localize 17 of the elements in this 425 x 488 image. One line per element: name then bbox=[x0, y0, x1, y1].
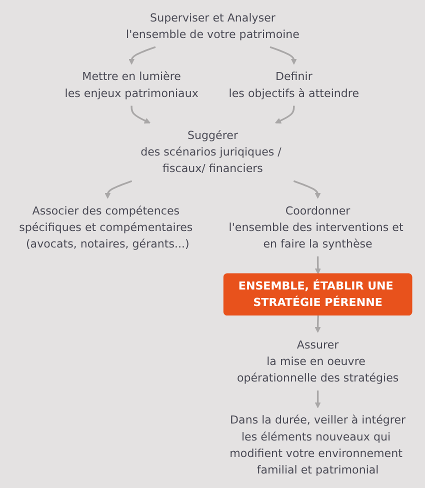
arrow bbox=[314, 256, 321, 274]
arrow bbox=[314, 390, 321, 408]
node-text: Mettre en lumière les enjeux patrimoniaux bbox=[64, 70, 198, 100]
arrow bbox=[314, 316, 321, 333]
arrow bbox=[128, 46, 156, 65]
node-text: Assurer la mise en oeuvre opérationnelle des stratégies bbox=[236, 338, 398, 384]
node-text: Suggérer des scénarios juriqiques / fiscaux/ financiers bbox=[140, 128, 282, 175]
arrow bbox=[270, 46, 297, 65]
arrow bbox=[104, 180, 132, 199]
node-text: Definir les objectifs à atteindre bbox=[228, 70, 359, 100]
arrow bbox=[130, 106, 150, 124]
node-text: Coordonner l'ensemble des interventions et en faire la synthèse bbox=[228, 204, 404, 250]
node-text: Dans la durée, veiller à intégrer les éléments nouveaux qui modifient votre environnement familial et patrimonial bbox=[229, 413, 406, 476]
node-text: Superviser et Analyser l'ensemble de votre patrimoine bbox=[126, 11, 300, 41]
node-text: Associer des compétences spécifiques et compémentaires (avocats, notaires, gérants...) bbox=[18, 204, 192, 250]
arrow bbox=[293, 180, 321, 199]
arrow bbox=[274, 106, 295, 124]
